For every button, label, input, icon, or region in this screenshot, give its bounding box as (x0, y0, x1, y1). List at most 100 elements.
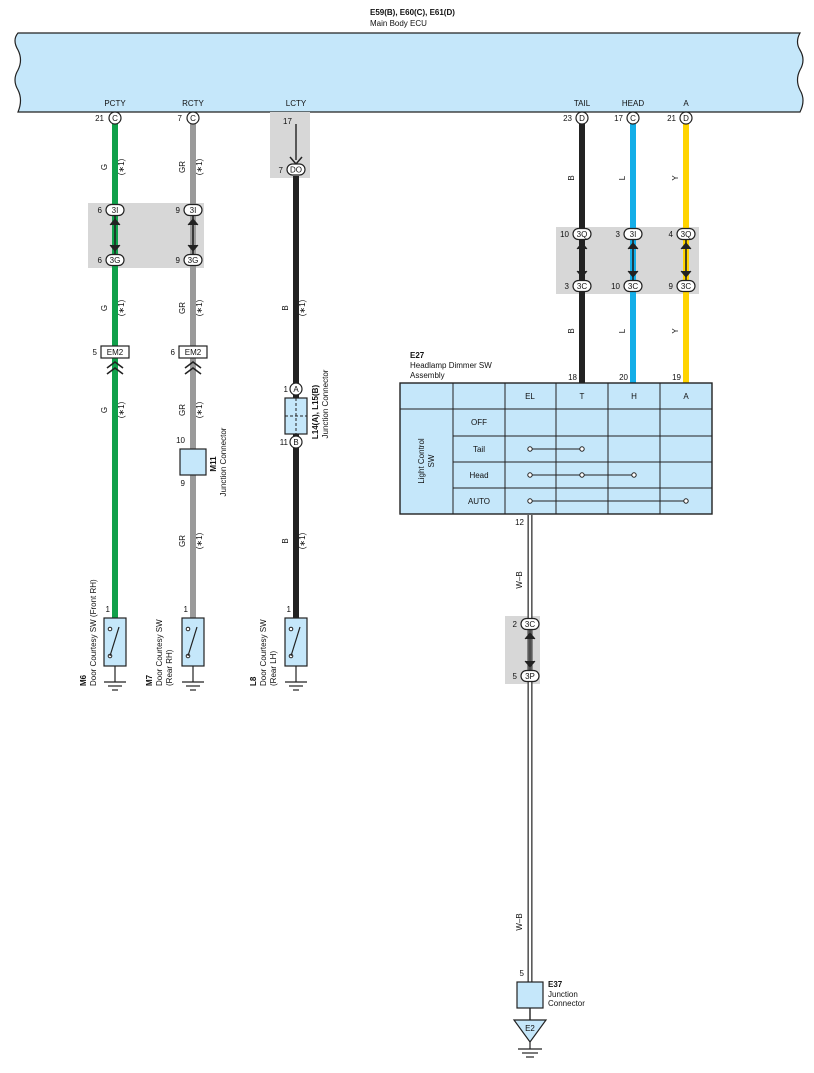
switch-m7-label: M7 Door Courtesy SW (Rear RH) (145, 619, 174, 686)
junction-tail-pin: 10 (560, 230, 569, 239)
svg-text:GR: GR (178, 535, 187, 547)
junction-tail: 3Q 10 3C 3 (560, 227, 592, 293)
svg-text:G: G (100, 164, 109, 170)
svg-text:(∗1): (∗1) (195, 401, 204, 418)
junction-a-pin: 9 (669, 282, 674, 291)
svg-text:B: B (567, 175, 576, 180)
junction-rcty-top (183, 203, 203, 217)
svg-text:T: T (580, 392, 585, 401)
switch-m6: 1 (103, 605, 127, 691)
junction-head-bottom (623, 279, 643, 293)
svg-text:Door Courtesy SW (Front RH): Door Courtesy SW (Front RH) (89, 579, 98, 686)
svg-text:D: D (579, 114, 585, 123)
svg-text:GR: GR (178, 161, 187, 173)
svg-text:EL: EL (525, 392, 535, 401)
junction-wb-bottom (520, 669, 540, 683)
svg-text:C: C (630, 114, 636, 123)
switch-pin: 1 (184, 605, 189, 614)
svg-text:12: 12 (515, 518, 524, 527)
svg-text:L: L (618, 328, 627, 333)
svg-text:(∗1): (∗1) (117, 401, 126, 418)
switch-l8: 1 (284, 605, 308, 691)
junction-rcty-bottom (183, 253, 203, 267)
m11-junction-connector: 10 9 M11 Junction Connector (176, 427, 228, 496)
svg-text:Junction Connector: Junction Connector (321, 369, 330, 438)
e37-junction-connector: 5 E37 Junction Connector (516, 969, 585, 1020)
svg-text:(Rear LH): (Rear LH) (269, 651, 278, 686)
junction-pcty-pin: 6 (98, 256, 103, 265)
svg-text:7: 7 (178, 114, 183, 123)
junction-wb-conn: 3P (525, 672, 535, 681)
svg-text:1: 1 (284, 385, 289, 394)
svg-text:SW: SW (427, 454, 436, 467)
junction-pcty-top (105, 203, 125, 217)
svg-text:19: 19 (672, 373, 681, 382)
svg-text:(∗1): (∗1) (195, 532, 204, 549)
svg-text:L8: L8 (249, 676, 258, 686)
svg-text:Y: Y (671, 328, 680, 334)
junction-rcty-conn: 3G (188, 256, 199, 265)
ecu-id: E59(B), E60(C), E61(D) (370, 8, 455, 17)
svg-text:(∗1): (∗1) (195, 158, 204, 175)
svg-text:L14(A), L15(B): L14(A), L15(B) (311, 385, 320, 440)
svg-text:B: B (293, 438, 298, 447)
ecu-pin-rcty: 7 C (178, 111, 200, 125)
svg-text:20: 20 (619, 373, 628, 382)
svg-text:D: D (683, 114, 689, 123)
svg-text:E2: E2 (525, 1024, 535, 1033)
em2-connector-rcty: 6 EM2 (171, 345, 208, 375)
junction-pcty-bottom (105, 253, 125, 267)
svg-text:M11: M11 (209, 456, 218, 472)
svg-text:(Rear RH): (Rear RH) (165, 649, 174, 686)
svg-text:G: G (100, 305, 109, 311)
junction-wb-pin: 5 (513, 672, 518, 681)
junction-tail-conn: 3C (577, 282, 587, 291)
svg-text:EM2: EM2 (185, 348, 202, 357)
junction-head-conn: 3C (628, 282, 638, 291)
svg-text:5: 5 (93, 348, 98, 357)
svg-text:GR: GR (178, 404, 187, 416)
svg-text:C: C (190, 114, 196, 123)
junction-head-pin: 3 (616, 230, 621, 239)
svg-text:DO: DO (290, 166, 302, 175)
svg-text:Door Courtesy SW: Door Courtesy SW (259, 619, 268, 686)
svg-text:9: 9 (181, 479, 186, 488)
svg-text:B: B (281, 538, 290, 543)
junction-tail-conn: 3Q (577, 230, 588, 239)
junction-wb-conn: 3C (525, 620, 535, 629)
ecu-box (14, 32, 804, 113)
svg-text:A: A (683, 392, 689, 401)
svg-text:E37: E37 (548, 980, 563, 989)
switch-m6-label: M6 Door Courtesy SW (Front RH) (79, 579, 98, 686)
junction-pcty-conn: 3I (112, 206, 119, 215)
wire-labels: G (∗1) GR (∗1) G (∗1) GR (∗1) B (∗1) G (… (100, 158, 680, 930)
svg-text:5: 5 (520, 969, 525, 978)
svg-text:Junction Connector: Junction Connector (219, 427, 228, 496)
svg-text:W–B: W–B (515, 913, 524, 930)
svg-text:B: B (567, 328, 576, 333)
svg-text:Head: Head (469, 471, 488, 480)
junction-wb-top (520, 617, 540, 631)
svg-text:(∗1): (∗1) (195, 299, 204, 316)
svg-text:Y: Y (671, 175, 680, 181)
svg-text:(∗1): (∗1) (298, 299, 307, 316)
svg-text:11: 11 (280, 438, 289, 447)
switch-m7: 1 (181, 605, 205, 691)
junction-rcty-pin: 9 (176, 206, 181, 215)
junction-head-top (623, 227, 643, 241)
junction-tail-pin: 3 (565, 282, 570, 291)
svg-text:Tail: Tail (473, 445, 485, 454)
svg-text:Door Courtesy SW: Door Courtesy SW (155, 619, 164, 686)
l14-junction-connector: 1 A 11 B L14(A), L15(B) Junction Connect… (280, 369, 330, 449)
switch-l8-label: L8 Door Courtesy SW (Rear LH) (249, 619, 278, 686)
svg-text:7: 7 (279, 166, 284, 175)
svg-text:18: 18 (568, 373, 577, 382)
terminal-rcty: RCTY (182, 99, 204, 108)
svg-text:G: G (100, 407, 109, 413)
svg-text:EM2: EM2 (107, 348, 124, 357)
svg-text:A: A (293, 385, 299, 394)
